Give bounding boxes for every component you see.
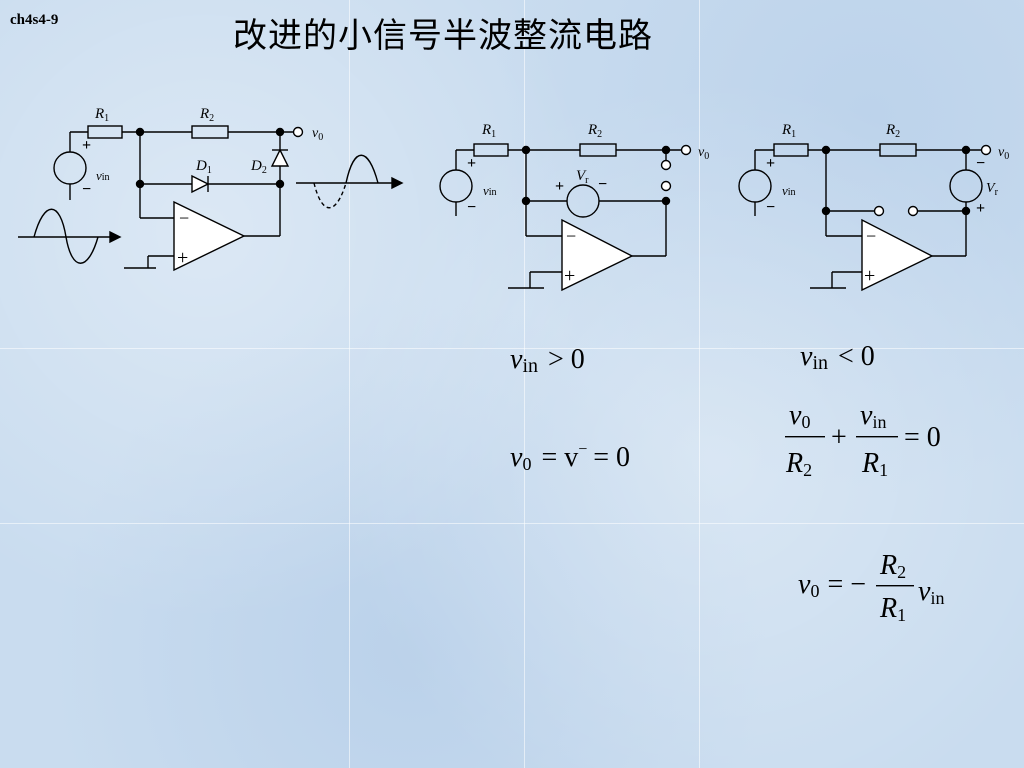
circuit-1 [18, 125, 404, 272]
svg-text:= 0: = 0 [904, 422, 941, 453]
grid-line [0, 523, 1024, 524]
svg-text:R2: R2 [879, 550, 906, 582]
svg-text:+: + [831, 422, 847, 453]
svg-text:+: + [467, 155, 476, 172]
diode-d1 [191, 174, 210, 194]
grid-line [349, 0, 350, 768]
opamp [561, 218, 634, 292]
output-terminal [680, 144, 692, 156]
svg-text:−: − [467, 199, 476, 216]
grid-line [524, 0, 525, 768]
grid-line [699, 0, 700, 768]
svg-text:vin: vin [918, 576, 944, 608]
svg-text:vin: vin [96, 168, 110, 183]
svg-text:−: − [976, 155, 985, 172]
svg-text:+: + [564, 265, 575, 287]
svg-text:v0: v0 [312, 126, 323, 143]
resistor-r1 [87, 125, 123, 139]
svg-text:R1: R1 [94, 106, 109, 124]
resistor-r1 [773, 143, 809, 157]
svg-text:D1: D1 [195, 158, 212, 176]
slide-title: 改进的小信号半波整流电路 [233, 16, 653, 56]
resistor-r2 [579, 143, 617, 157]
svg-text:R2: R2 [885, 122, 900, 140]
svg-text:+: + [766, 155, 775, 172]
equation-gain: v0= − R2 R1 vin [798, 550, 944, 625]
svg-text:+: + [177, 247, 188, 269]
diode-d2 [270, 148, 290, 167]
svg-text:−: − [598, 176, 607, 193]
source-vin [738, 169, 772, 203]
equation-positive-case: v0= v−= 0 [510, 441, 630, 474]
svg-text:D2: D2 [250, 158, 267, 176]
output-terminal [980, 144, 992, 156]
source-vr [949, 169, 983, 203]
svg-text:−: − [566, 226, 576, 246]
svg-text:+: + [555, 178, 564, 195]
slide-tag: ch4s4-9 [10, 12, 59, 28]
svg-text:v0: v0 [789, 400, 810, 432]
opamp [173, 200, 246, 272]
svg-text:+: + [82, 137, 91, 154]
svg-text:v0: v0 [698, 145, 709, 162]
svg-text:R2: R2 [587, 122, 602, 140]
svg-text:R2: R2 [199, 106, 214, 124]
output-terminal [292, 126, 304, 138]
grid-line [0, 348, 1024, 349]
equation-kcl: v0 R2 + vin R1 = 0 [785, 400, 941, 480]
source-vin [439, 169, 473, 203]
condition-negative: vin< 0 [800, 341, 875, 374]
circuit-3 [738, 143, 992, 292]
source-vin [53, 151, 87, 185]
svg-text:v0= −: v0= − [798, 569, 866, 601]
svg-text:R1: R1 [861, 448, 888, 480]
source-vr [566, 184, 600, 218]
svg-text:v0: v0 [998, 145, 1009, 162]
svg-text:R1: R1 [879, 593, 906, 625]
input-waveform [33, 208, 99, 264]
svg-text:Vr: Vr [576, 168, 589, 186]
svg-text:−: − [766, 199, 775, 216]
opamp [861, 218, 934, 292]
circuit-2 [439, 143, 692, 292]
condition-positive: vin> 0 [510, 344, 585, 377]
output-waveform [345, 154, 379, 184]
resistor-r1 [473, 143, 509, 157]
resistor-r2 [879, 143, 917, 157]
svg-text:−: − [866, 226, 876, 246]
svg-text:+: + [864, 265, 875, 287]
svg-text:R1: R1 [781, 122, 796, 140]
svg-text:vin: vin [860, 400, 886, 432]
svg-text:R2: R2 [785, 448, 812, 480]
svg-text:−: − [179, 208, 189, 228]
svg-text:+: + [976, 200, 985, 217]
resistor-r2 [191, 125, 229, 139]
svg-text:R1: R1 [481, 122, 496, 140]
svg-text:−: − [82, 181, 91, 198]
svg-text:Vr: Vr [986, 181, 999, 198]
svg-text:vin: vin [483, 183, 497, 198]
svg-text:vin: vin [782, 183, 796, 198]
